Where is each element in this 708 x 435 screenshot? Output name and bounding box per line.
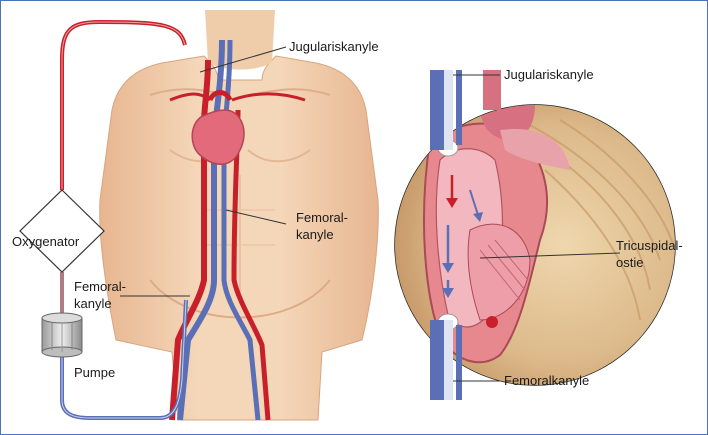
heart-magnified xyxy=(395,70,675,400)
label-pumpe: Pumpe xyxy=(74,365,115,380)
label-femoralkanyle-mid-1: Femoral- xyxy=(296,210,348,225)
label-femoralkanyle-right: Femoralkanyle xyxy=(504,373,589,388)
label-jugulariskanyle-right: Jugulariskanyle xyxy=(504,67,594,82)
label-oxygenator: Oxygenator xyxy=(12,234,80,249)
pump-device xyxy=(42,313,82,357)
label-femoralkanyle-left-1: Femoral- xyxy=(74,279,126,294)
label-femoralkanyle-mid-2: kanyle xyxy=(296,227,334,242)
label-jugulariskanyle-left: Jugulariskanyle xyxy=(289,39,379,54)
oxygenator-device xyxy=(20,190,104,272)
label-tricuspidalostie-2: ostie xyxy=(616,255,643,270)
label-femoralkanyle-left-2: kanyle xyxy=(74,296,112,311)
label-tricuspidalostie-1: Tricuspidal- xyxy=(616,238,683,253)
